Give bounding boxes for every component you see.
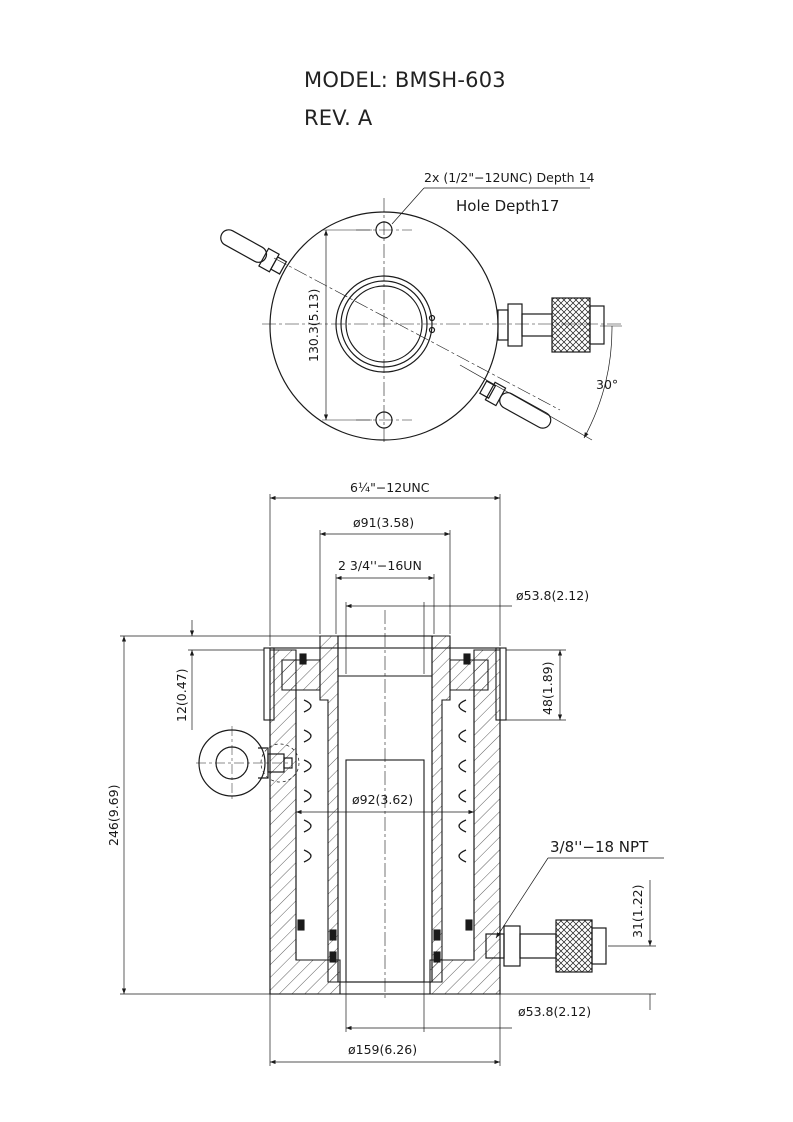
- dim-48-label: 48(1.89): [540, 662, 555, 716]
- bolt-circle-label: 130.3(5.13): [306, 289, 321, 362]
- bore-diameter-bottom-label: ø53.8(2.12): [518, 1004, 591, 1019]
- dim-12-label: 12(0.47): [174, 669, 189, 723]
- inner-thread-label: 2 3/4''−16UN: [338, 558, 422, 573]
- top-view-labels: 2x (1/2"−12UNC) Depth 14 Hole Depth17 13…: [306, 170, 618, 392]
- model-title: MODEL: BMSH-603: [304, 68, 506, 92]
- outer-thread-label: 6¼"−12UNC: [350, 480, 430, 495]
- hole-spec-label: 2x (1/2"−12UNC) Depth 14: [424, 170, 595, 185]
- top-view: [220, 187, 622, 445]
- section-view: [263, 610, 507, 1000]
- port-thread-label: 3/8''−18 NPT: [550, 838, 649, 856]
- lifting-eye-icon: [196, 726, 300, 800]
- handle-icon: [220, 229, 288, 275]
- collar-diameter-label: ø91(3.58): [353, 515, 414, 530]
- coupler-icon: [497, 297, 605, 353]
- dim-31-label: 31(1.22): [630, 885, 645, 939]
- coupler-icon: [485, 919, 607, 973]
- angle-label: 30°: [596, 377, 618, 392]
- handle-icon: [479, 380, 552, 429]
- bore-diameter-top-label: ø53.8(2.12): [516, 588, 589, 603]
- dia-92-label: ø92(3.62): [352, 792, 413, 807]
- revision-label: REV. A: [304, 106, 373, 130]
- dim-246-label: 246(9.69): [106, 785, 121, 846]
- body-diameter-label: ø159(6.26): [348, 1042, 417, 1057]
- hole-depth-label: Hole Depth17: [456, 197, 559, 215]
- section-labels: 6¼"−12UNC ø91(3.58) 2 3/4''−16UN ø53.8(2…: [106, 480, 649, 1057]
- section-dimensions: [120, 494, 664, 1066]
